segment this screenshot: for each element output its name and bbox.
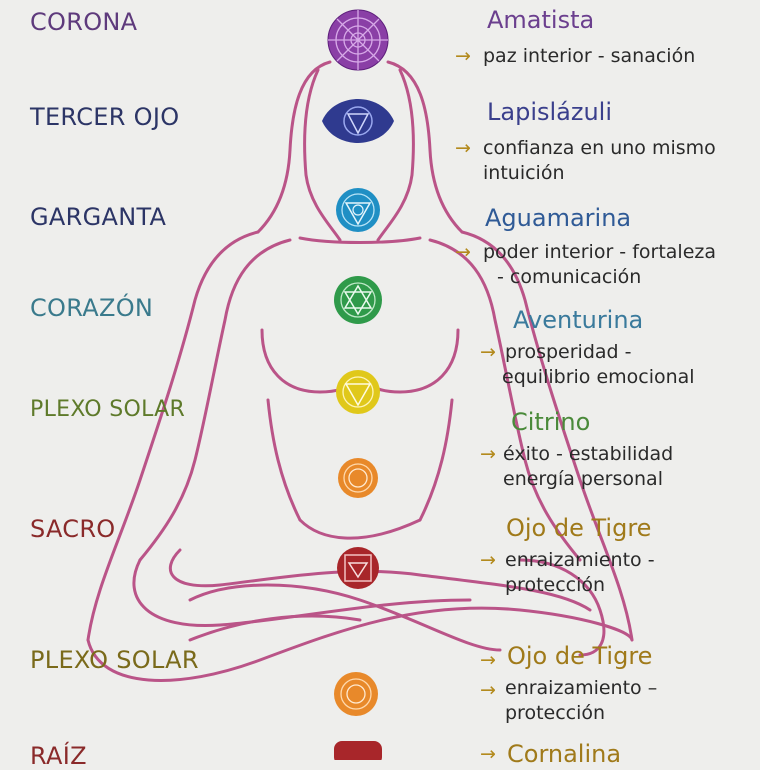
stone-aguamarina: Aguamarina <box>485 204 632 232</box>
stone-citrino: Citrino <box>511 408 591 436</box>
heart-chakra-icon <box>334 276 382 324</box>
solar-plexus-chakra-icon <box>336 370 380 414</box>
root-chakra-icon <box>337 547 379 589</box>
chakra-name-corona: CORONA <box>30 8 138 36</box>
stone-amatista: Amatista <box>487 6 595 34</box>
root-chakra-icon <box>334 741 382 760</box>
chakra-name-corazon: CORAZÓN <box>30 294 154 322</box>
meaning-plexo-solar-2: enraizamiento – protección <box>505 677 658 724</box>
arrow-icon: → <box>480 341 496 363</box>
chakra-name-tercer-ojo: TERCER OJO <box>30 103 180 131</box>
meaning-tercer-ojo: confianza en uno mismo intuición <box>483 137 716 184</box>
arrow-icon: → <box>480 549 496 571</box>
chakra-name-raiz: RAÍZ <box>30 742 87 770</box>
meaning-sacro: enraizamiento - protección <box>505 549 655 596</box>
sacral-chakra-icon <box>334 672 378 716</box>
arrow-icon: → <box>480 443 496 465</box>
stone-cornalina: Cornalina <box>507 740 622 768</box>
stone-lapislazuli: Lapislázuli <box>487 98 613 126</box>
arrow-icon: → <box>480 743 496 765</box>
sacral-chakra-icon <box>338 458 378 498</box>
stone-aventurina: Aventurina <box>513 306 644 334</box>
arrow-icon: → <box>455 45 471 67</box>
third-eye-chakra-icon <box>322 99 394 143</box>
meaning-plexo-solar: éxito - estabilidad energía personal <box>503 443 674 490</box>
meaning-garganta: poder interior - fortaleza - comunicació… <box>483 241 717 288</box>
throat-chakra-icon <box>336 188 380 232</box>
chakra-name-plexo-solar: PLEXO SOLAR <box>30 397 186 422</box>
chakra-name-plexo-solar-2: PLEXO SOLAR <box>30 646 199 674</box>
chakra-name-garganta: GARGANTA <box>30 203 167 231</box>
arrow-icon: → <box>455 241 471 263</box>
crown-chakra-icon <box>327 9 389 71</box>
meaning-corona: paz interior - sanación <box>483 45 696 67</box>
chakra-name-sacro: SACRO <box>30 515 116 543</box>
stone-ojo-de-tigre-2: Ojo de Tigre <box>507 642 653 670</box>
arrow-icon: → <box>480 649 496 671</box>
arrow-icon: → <box>455 137 471 159</box>
arrow-icon: → <box>480 679 496 701</box>
stone-ojo-de-tigre: Ojo de Tigre <box>506 514 652 542</box>
meaning-corazon: prosperidad - equilibrio emocional <box>502 341 695 388</box>
